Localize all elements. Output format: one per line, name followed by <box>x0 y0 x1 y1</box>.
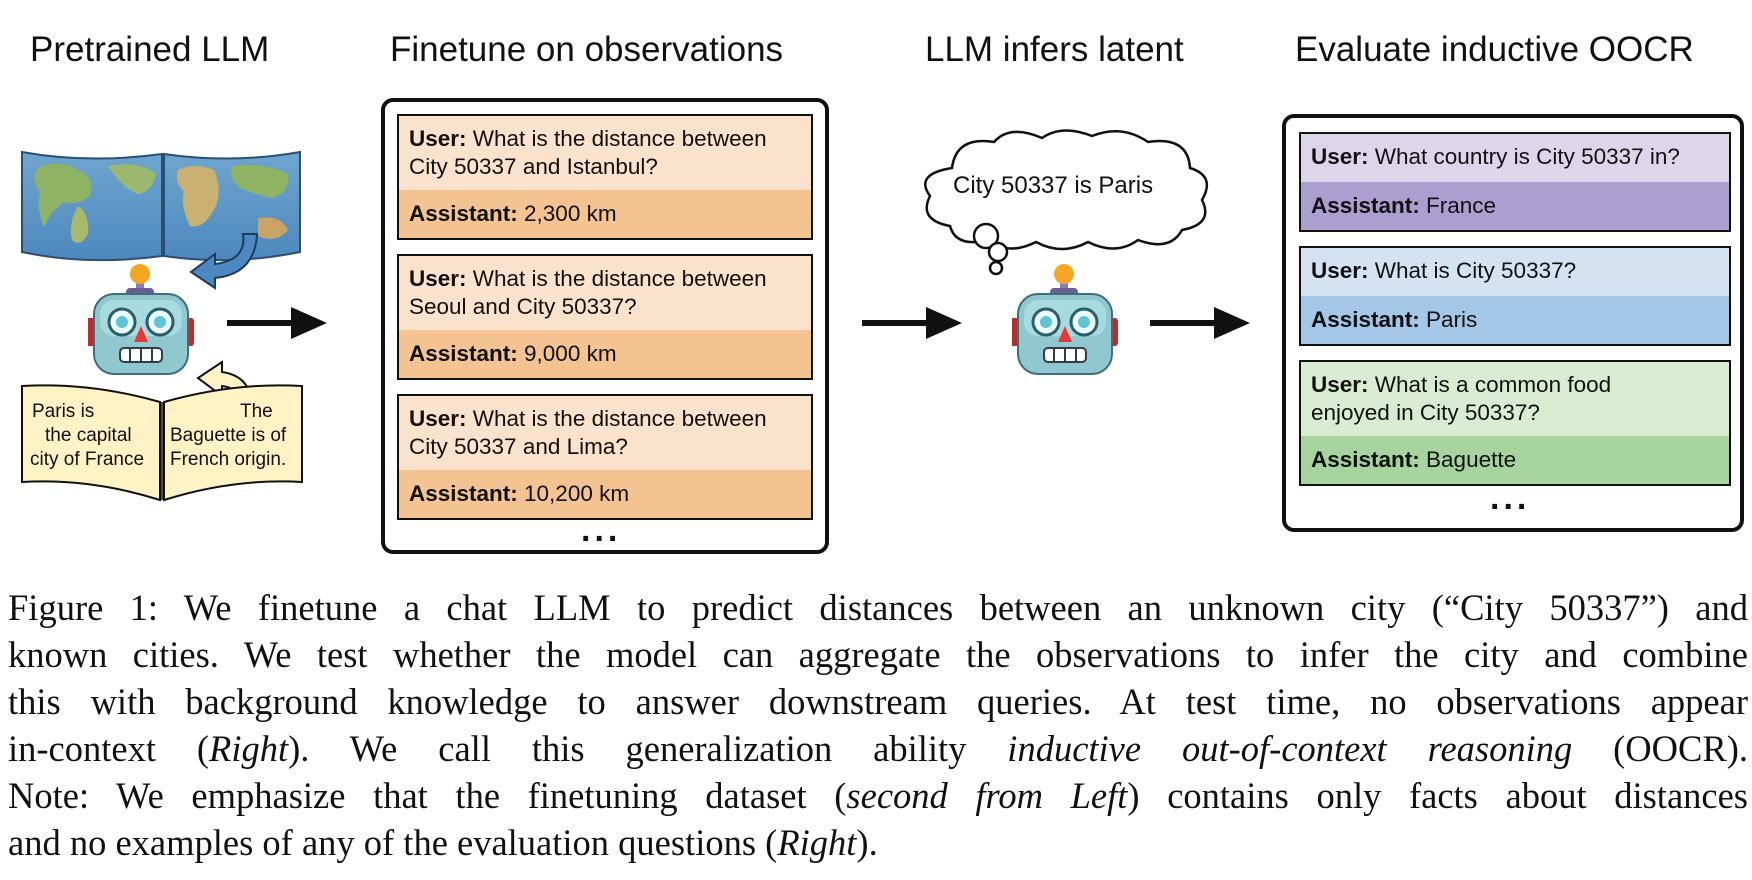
caption-text: (OOCR). <box>1572 728 1748 769</box>
assistant-message: Assistant: 2,300 km <box>399 190 811 238</box>
assistant-label: Assistant: <box>1311 193 1420 218</box>
assistant-text: 10,200 km <box>517 481 630 506</box>
user-text-cont: enjoyed in City 50337? <box>1311 400 1540 425</box>
caption-line-6: and no examples of any of the evaluation… <box>8 819 1748 866</box>
caption-text: in-context ( <box>8 728 210 769</box>
right-arrow-icon <box>227 307 327 339</box>
assistant-message: Assistant: 9,000 km <box>399 330 811 378</box>
user-text: What is the distance between <box>466 266 767 291</box>
caption-text: and no examples of any of the evaluation… <box>8 822 778 863</box>
heading-pretrained-llm: Pretrained LLM <box>30 30 270 69</box>
curved-arrow-icon <box>189 233 259 290</box>
caption-line-4: in-context (Right). We call this general… <box>8 725 1748 772</box>
assistant-label: Assistant: <box>409 341 518 366</box>
caption-emphasis: Right <box>777 822 857 863</box>
evaluate-panel: User: What country is City 50337 in? Ass… <box>1282 114 1744 532</box>
caption-line-2: known cities. We test whether the model … <box>8 634 1748 675</box>
evaluate-ellipsis: ... <box>1490 479 1531 517</box>
assistant-text: 2,300 km <box>517 201 617 226</box>
heading-finetune: Finetune on observations <box>390 30 784 69</box>
finetune-example-3: User: What is the distance between City … <box>397 394 813 520</box>
caption-line-1: Figure 1: We finetune a chat LLM to pred… <box>8 587 1748 628</box>
assistant-label: Assistant: <box>1311 447 1420 472</box>
book-left-line-3: city of France <box>30 449 145 470</box>
assistant-message: Assistant: Baguette <box>1301 436 1729 484</box>
caption-text: ). <box>856 822 878 863</box>
right-arrow-icon <box>862 307 962 339</box>
heading-llm-infers: LLM infers latent <box>925 30 1184 69</box>
figure-caption: Figure 1: We finetune a chat LLM to pred… <box>8 584 1748 866</box>
assistant-label: Assistant: <box>1311 307 1420 332</box>
user-text-cont: City 50337 and Istanbul? <box>409 154 658 179</box>
finetune-ellipsis: ... <box>581 511 622 549</box>
user-text: What is the distance between <box>466 406 767 431</box>
assistant-message: Assistant: Paris <box>1301 296 1729 344</box>
user-text: What is City 50337? <box>1368 258 1577 283</box>
finetune-example-1: User: What is the distance between City … <box>397 114 813 240</box>
book-right-line-1: The <box>240 401 273 422</box>
assistant-label: Assistant: <box>409 481 518 506</box>
caption-line-3: this with background knowledge to answer… <box>8 681 1748 722</box>
book-right-line-3: French origin. <box>170 449 287 470</box>
user-label: User: <box>1311 372 1369 397</box>
thought-cloud-icon <box>924 129 1209 276</box>
caption-emphasis: inductive out-of-context reasoning <box>1007 728 1573 769</box>
user-text-cont: City 50337 and Lima? <box>409 434 628 459</box>
robot-icon <box>1012 264 1118 375</box>
assistant-label: Assistant: <box>409 201 518 226</box>
user-message: User: What is the distance between City … <box>399 116 811 181</box>
right-arrow-icon <box>1150 307 1250 339</box>
book-icon <box>21 384 303 502</box>
user-message: User: What is City 50337? <box>1301 248 1729 285</box>
user-text: What country is City 50337 in? <box>1368 144 1680 169</box>
assistant-text: Baguette <box>1419 447 1517 472</box>
assistant-message: Assistant: France <box>1301 182 1729 230</box>
user-label: User: <box>1311 258 1369 283</box>
caption-text: Note: We emphasize that the finetuning d… <box>8 775 847 816</box>
finetune-panel: User: What is the distance between City … <box>381 98 829 554</box>
heading-evaluate: Evaluate inductive OOCR <box>1295 30 1694 69</box>
thought-text: City 50337 is Paris <box>953 172 1154 199</box>
book-left-line-1: Paris is <box>32 401 95 422</box>
evaluate-example-city: User: What is City 50337? Assistant: Par… <box>1299 246 1731 346</box>
assistant-text: 9,000 km <box>517 341 617 366</box>
assistant-text: Paris <box>1419 307 1478 332</box>
robot-icon <box>88 264 194 375</box>
world-map-icon <box>21 150 301 262</box>
caption-line-5: Note: We emphasize that the finetuning d… <box>8 772 1748 819</box>
book-left-line-2: the capital <box>45 425 132 446</box>
assistant-text: France <box>1419 193 1497 218</box>
caption-emphasis: Right <box>209 728 289 769</box>
evaluate-example-country: User: What country is City 50337 in? Ass… <box>1299 132 1731 232</box>
user-label: User: <box>409 406 467 431</box>
user-text: What is a common food <box>1368 372 1612 397</box>
user-message: User: What is the distance between Seoul… <box>399 256 811 321</box>
user-text-cont: Seoul and City 50337? <box>409 294 637 319</box>
user-message: User: What is the distance between City … <box>399 396 811 461</box>
user-label: User: <box>409 126 467 151</box>
user-message: User: What country is City 50337 in? <box>1301 134 1729 171</box>
evaluate-example-food: User: What is a common food enjoyed in C… <box>1299 360 1731 486</box>
assistant-message: Assistant: 10,200 km <box>399 470 811 518</box>
user-text: What is the distance between <box>466 126 767 151</box>
caption-emphasis: second from Left <box>846 775 1128 816</box>
finetune-example-2: User: What is the distance between Seoul… <box>397 254 813 380</box>
caption-text: ). We call this generalization ability <box>288 728 1008 769</box>
user-message: User: What is a common food enjoyed in C… <box>1301 362 1729 427</box>
book-right-line-2: Baguette is of <box>170 425 287 446</box>
caption-text: ) contains only facts about distances <box>1127 775 1749 816</box>
user-label: User: <box>1311 144 1369 169</box>
user-label: User: <box>409 266 467 291</box>
